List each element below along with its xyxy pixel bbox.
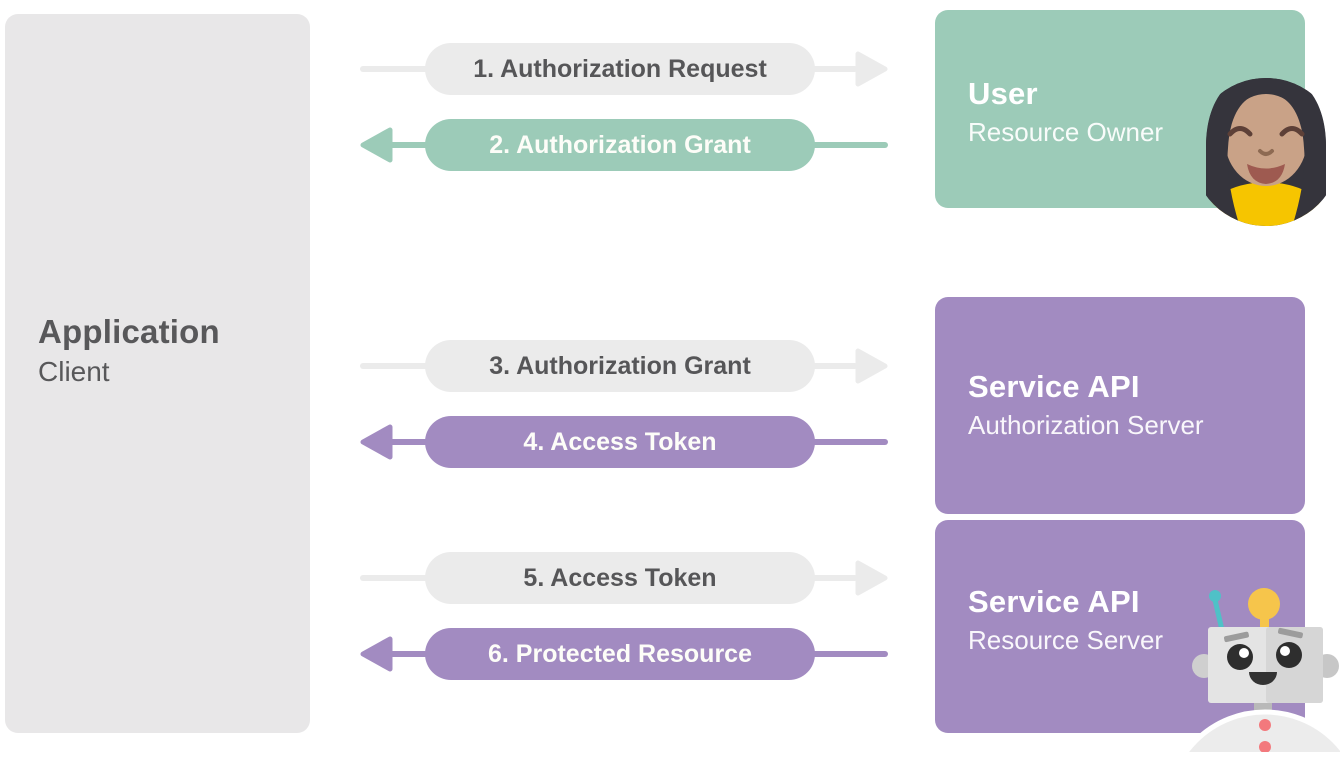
resource-server-subtitle: Resource Server: [968, 625, 1164, 655]
auth-server-subtitle: Authorization Server: [968, 410, 1204, 440]
user-title: User: [968, 76, 1038, 111]
flow-label-pill: 4. Access Token: [425, 416, 815, 468]
flow-label-pill: 2. Authorization Grant: [425, 119, 815, 171]
flow-label-pill: 5. Access Token: [425, 552, 815, 604]
robot-avatar-icon: [1179, 584, 1340, 757]
flow-authorization-grant-to-client: 2. Authorization Grant: [358, 119, 890, 171]
application-title: Application: [38, 313, 220, 350]
resource-server-box: Service API Resource Server: [935, 520, 1305, 733]
flow-access-token-to-resource: 5. Access Token: [358, 552, 890, 604]
auth-server-title: Service API: [968, 369, 1140, 404]
user-box-text: User Resource Owner: [968, 74, 1163, 150]
flow-protected-resource: 6. Protected Resource: [358, 628, 890, 680]
flow-authorization-request: 1. Authorization Request: [358, 43, 890, 95]
application-box-text: Application Client: [38, 310, 220, 390]
user-subtitle: Resource Owner: [968, 117, 1164, 147]
resource-server-box-text: Service API Resource Server: [968, 582, 1163, 658]
woman-avatar-icon: [1192, 66, 1340, 226]
auth-server-box-text: Service API Authorization Server: [968, 367, 1204, 443]
flow-label-pill: 3. Authorization Grant: [425, 340, 815, 392]
flow-label-pill: 1. Authorization Request: [425, 43, 815, 95]
application-client-box: Application Client: [5, 14, 310, 733]
flow-authorization-grant-to-server: 3. Authorization Grant: [358, 340, 890, 392]
flow-label-pill: 6. Protected Resource: [425, 628, 815, 680]
resource-server-title: Service API: [968, 584, 1140, 619]
application-subtitle: Client: [38, 356, 110, 387]
flow-access-token-to-client: 4. Access Token: [358, 416, 890, 468]
authorization-server-box: Service API Authorization Server: [935, 297, 1305, 514]
